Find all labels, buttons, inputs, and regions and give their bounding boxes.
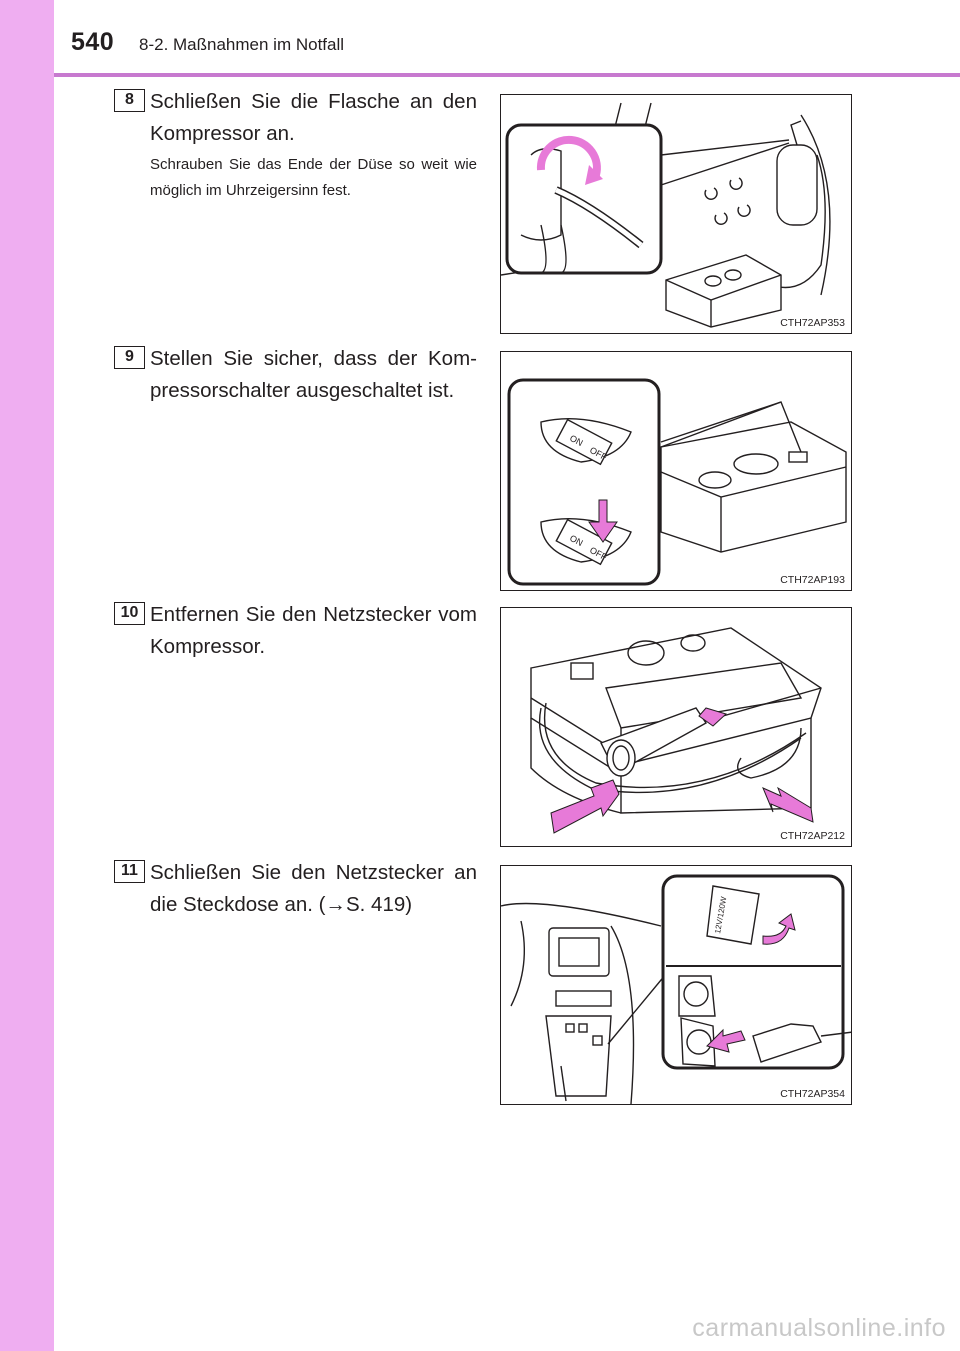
section-title: 8-2. Maßnahmen im Notfall [139, 35, 345, 54]
figure-power-plug: CTH72AP212 [500, 607, 852, 847]
step-11-text: Schließen Sie den Netzstecker an die Ste… [150, 861, 477, 916]
figure-code: CTH72AP354 [780, 1088, 845, 1100]
step-9-text: Stellen Sie sicher, dass der Kom-pressor… [150, 347, 477, 402]
figure-bottle-compressor: CTH72AP353 [500, 94, 852, 334]
figure-power-socket: 12V/120W CTH72AP354 [500, 865, 852, 1105]
page-number: 540 [71, 28, 115, 56]
step-number-8: 8 [114, 89, 145, 112]
step-number-10: 10 [114, 602, 145, 625]
figure-code: CTH72AP212 [780, 830, 845, 842]
watermark: carmanualsonline.info [692, 1314, 946, 1342]
figure-code: CTH72AP193 [780, 574, 845, 586]
figure-compressor-switch: ON OFF ON OFF CTH72AP193 [500, 351, 852, 591]
step-number-9: 9 [114, 346, 145, 369]
side-color-band [0, 0, 54, 1351]
step-8-text: Schließen Sie die Flasche an den Kompres… [150, 90, 477, 145]
figure-code: CTH72AP353 [780, 317, 845, 329]
header-rule [54, 73, 960, 77]
step-8-note: Schrauben Sie das Ende der Düse so weit … [150, 156, 477, 199]
step-number-11: 11 [114, 860, 145, 883]
step-10-text: Entfernen Sie den Netzstecker vom Kompre… [150, 603, 477, 658]
